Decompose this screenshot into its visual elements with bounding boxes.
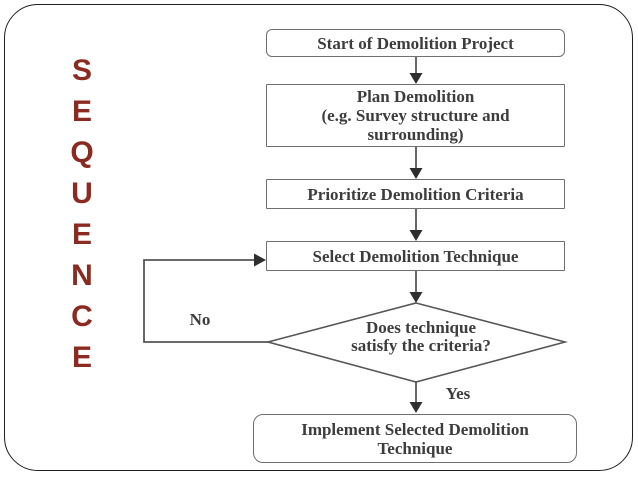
- arrowhead-no-loop-into-select: [254, 253, 266, 267]
- flow-step-plan-line: surrounding): [367, 125, 464, 144]
- decision-question-line: Does technique: [365, 318, 477, 337]
- connector-no-loop: [143, 259, 268, 343]
- arrowhead-into-decision: [409, 292, 423, 303]
- flow-step-plan: Plan Demolition (e.g. Survey structure a…: [266, 84, 565, 147]
- decision-question-line: satisfy the criteria?: [351, 336, 491, 355]
- flow-step-implement: Implement Selected Demolition Technique: [253, 414, 577, 463]
- arrowhead-into-plan: [409, 73, 423, 84]
- flow-step-prioritize: Prioritize Demolition Criteria: [266, 179, 565, 209]
- sequence-vertical-title: S E Q U E N C E: [58, 50, 106, 378]
- slide-border-frame: [4, 4, 633, 471]
- sequence-letter: N: [71, 259, 93, 292]
- flow-step-start-label: Start of Demolition Project: [317, 33, 514, 53]
- sequence-letter: U: [71, 177, 93, 210]
- arrowhead-into-implement: [409, 402, 423, 413]
- flow-step-select: Select Demolition Technique: [266, 241, 565, 271]
- arrowhead-into-prioritize: [409, 168, 423, 179]
- flow-step-prioritize-label: Prioritize Demolition Criteria: [307, 184, 524, 204]
- arrowhead-into-select: [409, 230, 423, 241]
- decision-question-text: Does technique satisfy the criteria?: [306, 319, 536, 355]
- sequence-letter: E: [71, 218, 92, 251]
- flow-step-implement-line: Implement Selected Demolition: [301, 419, 529, 439]
- flow-step-plan-line: (e.g. Survey structure and: [321, 106, 510, 125]
- branch-label-yes: Yes: [445, 384, 471, 403]
- sequence-letter: E: [71, 95, 92, 128]
- sequence-letter: E: [71, 341, 92, 374]
- sequence-letter: Q: [70, 136, 94, 169]
- flow-step-start: Start of Demolition Project: [266, 29, 565, 57]
- flow-step-implement-line: Technique: [377, 438, 453, 458]
- flow-step-plan-line: Plan Demolition: [356, 87, 475, 106]
- branch-label-no: No: [189, 310, 211, 329]
- sequence-letter: S: [71, 54, 92, 87]
- sequence-letter: C: [71, 300, 93, 333]
- flow-step-select-label: Select Demolition Technique: [312, 246, 519, 266]
